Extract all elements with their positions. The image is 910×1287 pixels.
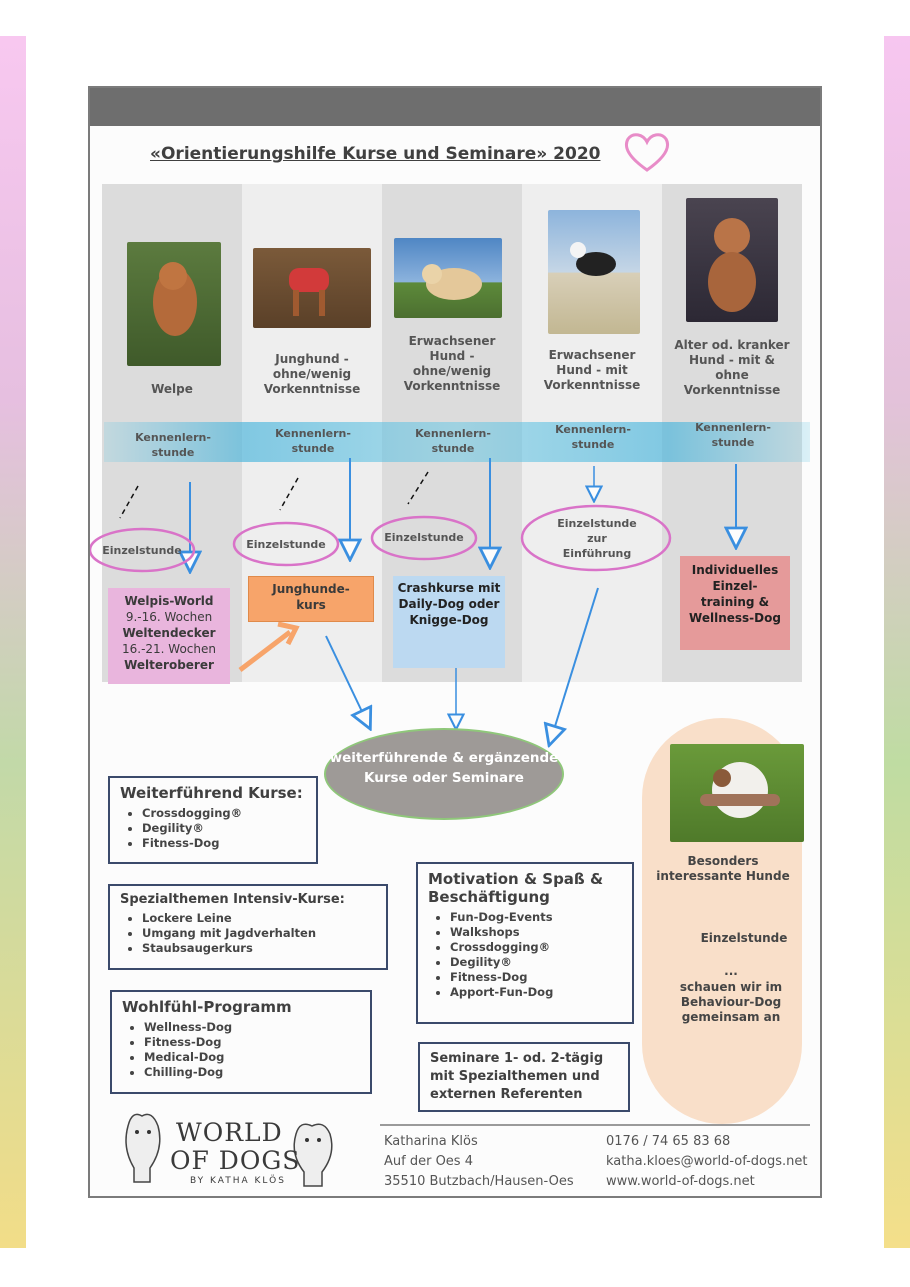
erwachsen-mit-photo <box>548 210 640 334</box>
dog-sketch-left-icon <box>125 1113 161 1183</box>
erwachsen-ohne-photo <box>394 238 502 318</box>
list-item: Degility® <box>142 821 306 836</box>
list-item: Lockere Leine <box>142 911 376 926</box>
welpis-world-box: Welpis-World 9.-16. Wochen Weltendecker … <box>108 588 230 684</box>
weiterfuehrende-kurse-oval: weiterführende & ergänzende Kurse oder S… <box>324 728 564 820</box>
logo-of-dogs: OF DOGS <box>170 1146 301 1175</box>
contact-street: Auf der Oes 4 <box>384 1154 473 1169</box>
seminare-text: Seminare 1- od. 2-tägig mit Spezialtheme… <box>430 1051 604 1102</box>
left-gradient-strip <box>0 36 26 1248</box>
list-item: Fitness-Dog <box>144 1035 360 1050</box>
list-item: Staubsaugerkurs <box>142 941 376 956</box>
terrier-photo <box>670 744 804 842</box>
individuelles-training-box: Individuelles Einzel-training & Wellness… <box>680 556 790 650</box>
kennenlern-band <box>104 422 810 462</box>
box1-title: Weiterführend Kurse: <box>120 784 303 802</box>
kennenlern-2: Kennenlern-stunde <box>275 427 351 455</box>
heart-icon <box>624 133 670 172</box>
motivation-box: Motivation & Spaß & Beschäftigung Fun-Do… <box>416 862 634 1024</box>
junghund-photo <box>253 248 371 328</box>
label-junghund: Junghund - ohne/wenig Vorkenntnisse <box>263 352 361 396</box>
flow-arrows <box>90 458 800 962</box>
list-item: Crossdogging® <box>142 806 306 821</box>
kennenlern-4: Kennenlern-stunde <box>555 423 631 451</box>
einzelstunde-2: Einzelstunde <box>246 538 326 551</box>
label-erwachsen-mit: Erwachsener Hund - mit Vorkenntnisse <box>543 348 641 392</box>
alter-hund-photo <box>686 198 778 322</box>
contact-email[interactable]: katha.kloes@world-of-dogs.net <box>606 1154 808 1169</box>
label-alter: Alter od. kranker Hund - mit & ohne Vork… <box>674 338 790 397</box>
right-gradient-strip <box>884 36 910 1248</box>
kennenlern-3: Kennenlern-stunde <box>415 427 491 455</box>
contact-city: 35510 Butzbach/Hausen-Oes <box>384 1174 574 1189</box>
dog-sketch-right-icon <box>293 1123 333 1187</box>
kennenlern-5: Kennenlern-stunde <box>695 421 771 449</box>
einzelstunde-1: Einzelstunde <box>102 544 182 557</box>
behaviour-dog-text: schauen wir im Behaviour-Dog gemeinsam a… <box>679 980 783 1024</box>
wohlfuehl-programm-box: Wohlfühl-Programm Wellness-Dog Fitness-D… <box>110 990 372 1094</box>
kennenlern-1: Kennenlern-stunde <box>135 431 211 459</box>
list-item: Medical-Dog <box>144 1050 360 1065</box>
contact-phone: 0176 / 74 65 83 68 <box>606 1134 731 1149</box>
list-item: Wellness-Dog <box>144 1020 360 1035</box>
einzelstunde-zur-einfuehrung: Einzelstunde zur Einführung <box>557 517 637 560</box>
contact-name: Katharina Klös <box>384 1134 478 1149</box>
box4-title: Motivation & Spaß & Beschäftigung <box>428 870 604 906</box>
list-item: Fitness-Dog <box>450 970 622 985</box>
crashkurse-box: Crashkurse mit Daily-Dog oder Knigge-Dog <box>393 576 505 668</box>
page-title: «Orientierungshilfe Kurse und Seminare» … <box>150 144 601 164</box>
poster-frame: «Orientierungshilfe Kurse und Seminare» … <box>88 86 822 1198</box>
ellipsis-text: ... <box>724 964 738 978</box>
box2-title: Spezialthemen Intensiv-Kurse: <box>120 892 345 907</box>
list-item: Degility® <box>450 955 622 970</box>
footer-divider <box>380 1124 810 1126</box>
label-welpe: Welpe <box>151 382 193 396</box>
list-item: Apport-Fun-Dog <box>450 985 622 1000</box>
seminare-box: Seminare 1- od. 2-tägig mit Spezialtheme… <box>418 1042 630 1112</box>
contact-web[interactable]: www.world-of-dogs.net <box>606 1174 755 1189</box>
list-item: Fitness-Dog <box>142 836 306 851</box>
weiterfuehrend-kurse-box: Weiterführend Kurse: Crossdogging® Degil… <box>108 776 318 864</box>
label-erwachsen-ohne: Erwachsener Hund - ohne/wenig Vorkenntni… <box>403 334 501 393</box>
header-bar <box>90 88 820 126</box>
besonders-text: Besonders interessante Hunde <box>656 854 790 883</box>
list-item: Umgang mit Jagdverhalten <box>142 926 376 941</box>
list-item: Crossdogging® <box>450 940 622 955</box>
einzelstunde-right: Einzelstunde <box>700 931 788 945</box>
list-item: Fun-Dog-Events <box>450 910 622 925</box>
list-item: Walkshops <box>450 925 622 940</box>
puppy-photo <box>127 242 221 366</box>
einzelstunde-3: Einzelstunde <box>384 531 464 544</box>
box3-title: Wohlfühl-Programm <box>122 998 292 1016</box>
list-item: Chilling-Dog <box>144 1065 360 1080</box>
logo-world: WORLD <box>176 1118 283 1147</box>
junghunde-kurs-box: Junghunde-kurs <box>248 576 374 622</box>
spezialthemen-box: Spezialthemen Intensiv-Kurse: Lockere Le… <box>108 884 388 970</box>
logo-by: BY KATHA KLÖS <box>190 1176 286 1186</box>
